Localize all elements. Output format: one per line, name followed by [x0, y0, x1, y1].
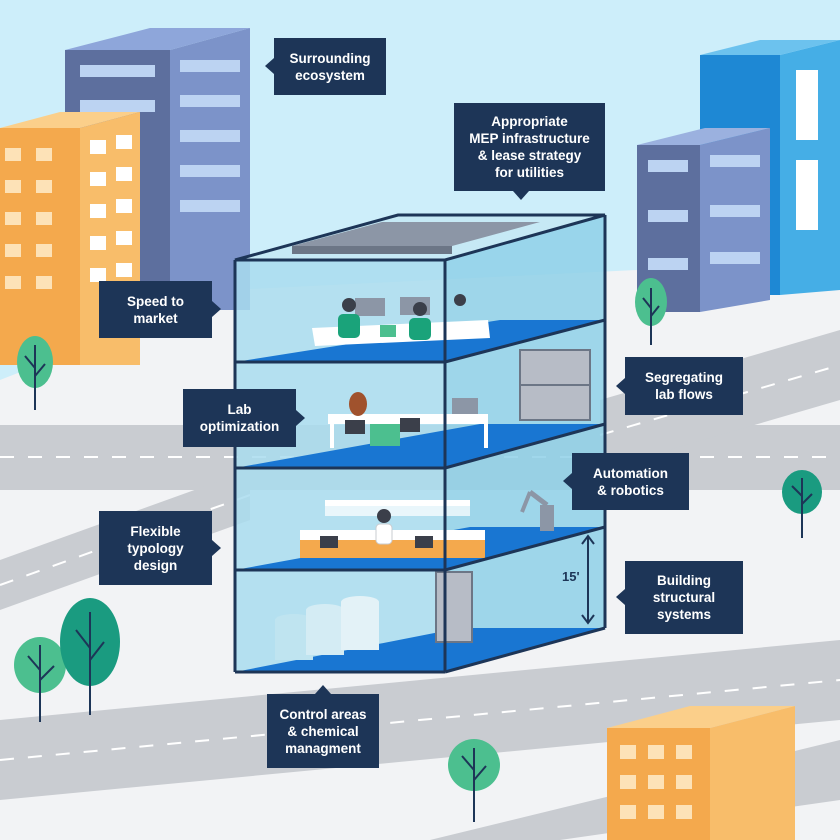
callout-line: market	[133, 310, 178, 326]
callout-line: optimization	[199, 419, 280, 434]
callout-line: systems	[656, 607, 712, 622]
glass-lab-building	[233, 213, 607, 674]
trees	[14, 278, 822, 822]
callout-line: Control areas	[279, 706, 367, 722]
tree	[17, 336, 53, 410]
callout-line: lab flows	[655, 387, 713, 402]
callout-line: Building	[657, 573, 711, 588]
callout-building-structural-systems: Building structural systems	[625, 561, 743, 634]
building-frame	[233, 215, 607, 674]
callout-pointer	[265, 58, 274, 74]
callout-pointer	[513, 191, 529, 200]
callout-line: Lab	[227, 402, 252, 417]
right-slate-tower	[637, 128, 770, 312]
floor-height-dimension	[581, 534, 595, 625]
callout-pointer	[315, 685, 331, 694]
callout-pointer	[616, 589, 625, 605]
callout-line: structural	[652, 590, 716, 605]
callout-line: ecosystem	[295, 67, 365, 83]
service-door	[435, 571, 473, 643]
tree	[60, 598, 120, 715]
callout-line: Surrounding	[289, 50, 371, 66]
bottom-orange-building	[607, 706, 795, 840]
callout-line: Flexible	[130, 523, 181, 539]
tree	[14, 637, 66, 722]
callout-line: Speed to	[126, 293, 184, 309]
tree	[782, 470, 822, 538]
rooftop-mep-unit	[292, 222, 540, 246]
callout-pointer	[212, 301, 221, 317]
callout-line: MEP infrastructure	[469, 131, 590, 146]
callout-line: managment	[285, 740, 361, 756]
callout-line: & chemical	[287, 723, 359, 739]
callout-automation-robotics: Automation& robotics	[572, 453, 689, 510]
callout-line: typology	[127, 540, 184, 556]
floor-control-chemical	[275, 571, 473, 660]
callout-line: & lease strategy	[477, 148, 582, 163]
callout-segregating-lab-flows: Segregating lab flows	[625, 357, 743, 415]
robot-arm	[520, 490, 554, 531]
callout-line: Segregating	[644, 370, 723, 385]
callout-pointer	[212, 540, 221, 556]
tree	[448, 739, 500, 822]
callout-lab-optimization: Lab optimization	[183, 389, 296, 447]
callout-pointer	[616, 378, 625, 394]
callout-line: & robotics	[597, 482, 664, 498]
callout-pointer	[296, 410, 305, 426]
floor-height-label: 15'	[562, 569, 580, 584]
callout-line: for utilities	[494, 165, 564, 180]
callout-line: Appropriate	[491, 114, 568, 129]
floor-lab	[328, 349, 591, 448]
callout-pointer	[563, 473, 572, 489]
callout-line: Automation	[593, 465, 668, 481]
callout-line: design	[133, 557, 178, 573]
tree	[635, 278, 667, 345]
floor-automation	[300, 490, 554, 558]
